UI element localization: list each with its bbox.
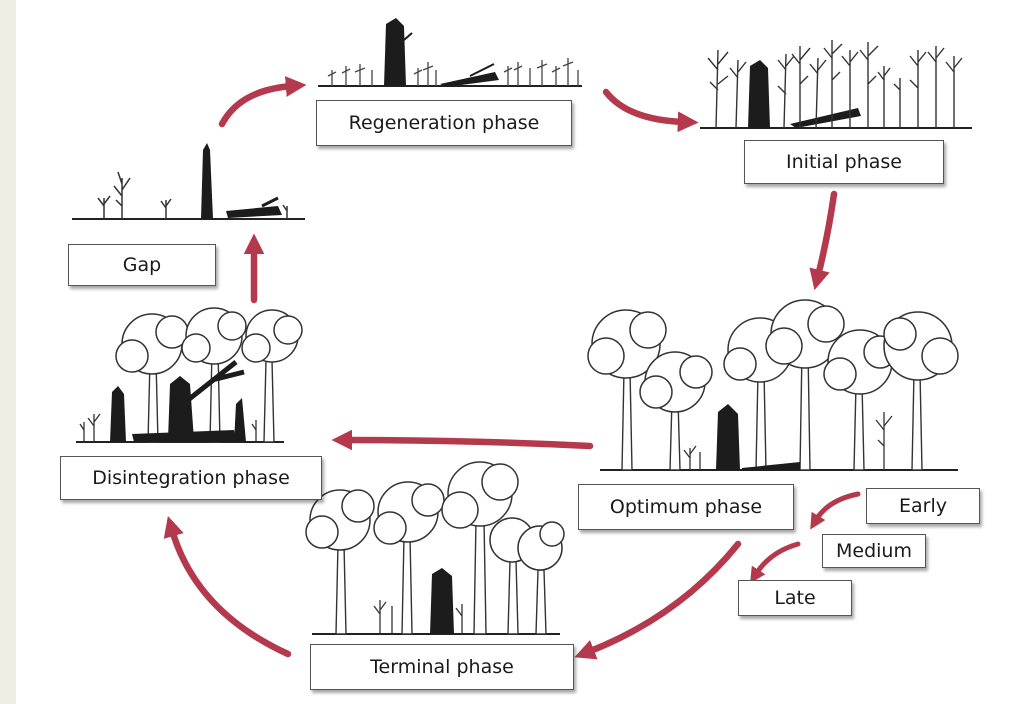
arrow-terminal-to-disintegration: [163, 516, 292, 658]
gap-label: Gap: [68, 244, 216, 286]
optimum-phase-label: Optimum phase: [578, 484, 794, 530]
terminal-scene: [305, 461, 565, 635]
arrow-initial-to-optimum: [809, 190, 838, 291]
initial-scene: [700, 40, 972, 129]
substage-arrows: [749, 491, 861, 584]
arrow-regeneration-to-initial: [602, 88, 699, 133]
regeneration-scene: [318, 18, 582, 87]
arrow-optimum-to-terminal: [574, 540, 742, 660]
gap-scene: [72, 143, 305, 220]
optimum-scene: [587, 299, 959, 471]
disintegration-scene: [76, 307, 303, 443]
medium-stage-label: Medium: [822, 534, 926, 568]
early-stage-label: Early: [866, 488, 980, 524]
late-stage-label: Late: [738, 580, 852, 616]
regeneration-phase-label: Regeneration phase: [316, 100, 572, 146]
arrow-early-to-medium: [810, 491, 861, 530]
arrow-medium-to-late: [749, 541, 801, 584]
cycle-arrows: [163, 76, 838, 660]
initial-phase-label: Initial phase: [744, 140, 944, 184]
terminal-phase-label: Terminal phase: [310, 644, 574, 690]
arrow-gap-to-regeneration: [218, 76, 307, 128]
disintegration-phase-label: Disintegration phase: [60, 456, 322, 500]
arrow-optimum-to-disintegration: [331, 429, 594, 451]
